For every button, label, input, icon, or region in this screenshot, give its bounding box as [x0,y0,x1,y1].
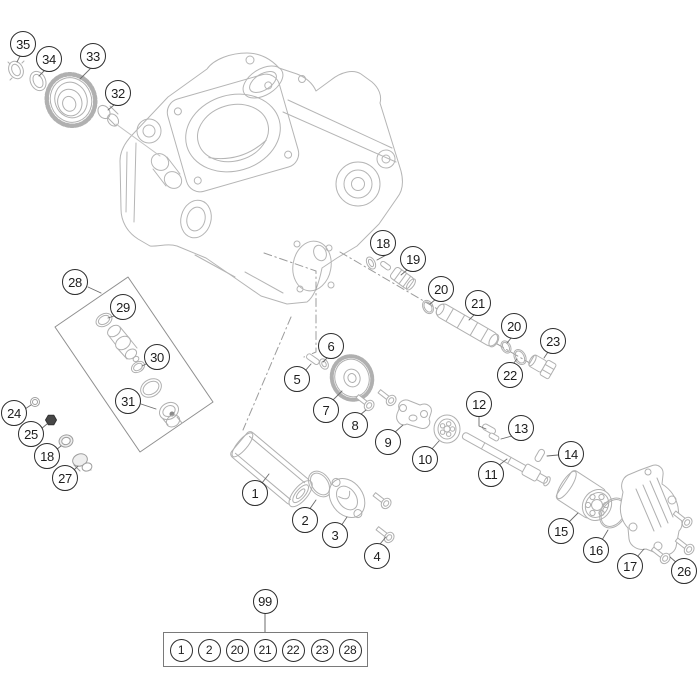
relief-valve-parts [365,256,557,380]
callout-2[interactable]: 2 [292,507,318,533]
callout-4[interactable]: 4 [364,543,390,569]
callout-7[interactable]: 7 [313,397,339,423]
callout-29[interactable]: 29 [110,294,136,320]
callout-10[interactable]: 10 [412,446,438,472]
drain-plug-parts [30,397,93,472]
callout-1[interactable]: 1 [242,480,268,506]
idler-gear-parts [7,60,161,157]
callout-6[interactable]: 6 [318,333,344,359]
oil-filter-parts [230,431,395,544]
callout-30[interactable]: 30 [144,344,170,370]
callout-3[interactable]: 3 [322,522,348,548]
callout-20[interactable]: 20 [501,313,527,339]
pressure-regulator-parts [95,312,183,428]
callout-20[interactable]: 20 [428,276,454,302]
callout-24[interactable]: 24 [1,400,27,426]
callout-13[interactable]: 13 [508,415,534,441]
callout-5[interactable]: 5 [284,366,310,392]
callout-23[interactable]: 23 [310,638,334,662]
callout-12[interactable]: 12 [466,391,492,417]
callout-22[interactable]: 22 [281,638,305,662]
callout-19[interactable]: 19 [400,246,426,272]
callout-21[interactable]: 21 [465,290,491,316]
callout-9[interactable]: 9 [375,429,401,455]
callout-28[interactable]: 28 [62,269,88,295]
callout-18[interactable]: 18 [370,230,396,256]
callout-33[interactable]: 33 [80,43,106,69]
engine-case-drawing [119,52,403,305]
callout-16[interactable]: 16 [583,537,609,563]
callout-1[interactable]: 1 [169,638,193,662]
callout-20[interactable]: 20 [225,638,249,662]
callout-25[interactable]: 25 [18,421,44,447]
callout-27[interactable]: 27 [52,465,78,491]
callout-15[interactable]: 15 [548,518,574,544]
callout-22[interactable]: 22 [497,362,523,388]
filter-cover-parts [555,464,695,565]
callout-23[interactable]: 23 [540,328,566,354]
callout-28[interactable]: 28 [338,638,362,662]
callout-26[interactable]: 26 [671,558,697,584]
callout-8[interactable]: 8 [342,412,368,438]
callout-18[interactable]: 18 [34,443,60,469]
callout-17[interactable]: 17 [617,553,643,579]
callout-99[interactable]: 99 [252,588,278,614]
callout-32[interactable]: 32 [105,80,131,106]
callout-11[interactable]: 11 [478,461,504,487]
callout-31[interactable]: 31 [115,388,141,414]
callout-14[interactable]: 14 [558,441,584,467]
oil-pump-parts [306,353,551,487]
callout-21[interactable]: 21 [253,638,277,662]
callout-2[interactable]: 2 [197,638,221,662]
callout-34[interactable]: 34 [36,46,62,72]
callout-35[interactable]: 35 [10,31,36,57]
